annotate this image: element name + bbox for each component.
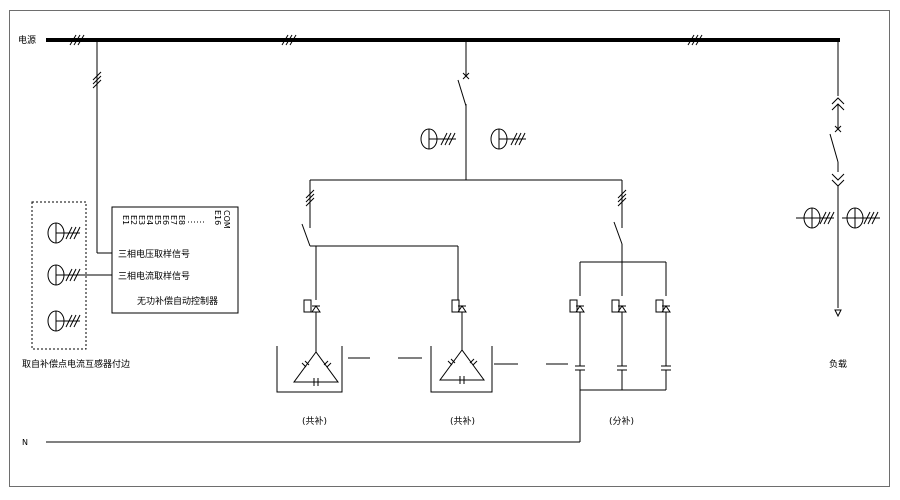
branch-switch-1 xyxy=(301,223,458,300)
voltage-sampling-line xyxy=(92,40,112,254)
feeder-bus xyxy=(305,179,627,228)
split-contactor-3 xyxy=(655,299,671,390)
terminal-e8: E8 xyxy=(177,215,186,225)
neutral-label: N xyxy=(22,438,28,447)
main-bus xyxy=(46,34,840,46)
load-ct-1 xyxy=(796,207,835,229)
split-comp-label: (分补) xyxy=(609,415,634,427)
capacitor-bank-2 xyxy=(430,346,493,393)
feeder-ct-2 xyxy=(490,128,526,150)
drawing-frame xyxy=(9,10,890,487)
capacitor-bank-1 xyxy=(276,346,343,393)
contactor-2 xyxy=(451,246,467,350)
terminal-e2: E2 xyxy=(129,215,138,225)
terminal-e16: E16 xyxy=(213,210,222,225)
terminal-com: COM xyxy=(222,210,231,229)
terminal-e7: E7 xyxy=(169,215,178,225)
load-ct-2 xyxy=(842,207,880,229)
current-transformer-2 xyxy=(47,264,112,286)
terminal-e3: E3 xyxy=(137,215,146,225)
split-contactor-1 xyxy=(569,299,585,390)
controller-box xyxy=(111,206,239,314)
terminal-e6: E6 xyxy=(161,215,170,225)
ct-note-label: 取自补偿点电流互感器付边 xyxy=(22,358,130,370)
split-comp-branch xyxy=(579,221,667,296)
contactor-1 xyxy=(303,299,321,352)
terminal-e1: E1 xyxy=(121,215,130,225)
terminal-e4: E4 xyxy=(145,215,154,225)
split-common-line xyxy=(579,389,666,442)
common-comp-2-label: (共补) xyxy=(450,415,475,427)
current-transformer-3 xyxy=(47,310,81,332)
controller-label: 无功补偿自动控制器 xyxy=(137,295,218,307)
current-signal-label: 三相电流取样信号 xyxy=(118,270,190,282)
source-label: 电源 xyxy=(18,34,36,46)
common-comp-1-label: (共补) xyxy=(302,415,327,427)
feeder-ct-1 xyxy=(420,128,456,150)
capacitor-feeder-switch xyxy=(457,40,470,180)
terminal-e5: E5 xyxy=(153,215,162,225)
terminal-labels: E1 E2 E3 E4 E5 E6 E7 E8 E16 COM xyxy=(121,210,231,229)
bank-separators xyxy=(348,357,568,365)
split-contactor-2 xyxy=(611,299,627,390)
load-feeder xyxy=(829,40,845,318)
voltage-signal-label: 三相电压取样信号 xyxy=(118,248,190,260)
load-label: 负载 xyxy=(829,358,847,370)
current-transformer-1 xyxy=(47,222,81,244)
ct-group-box xyxy=(31,201,87,350)
